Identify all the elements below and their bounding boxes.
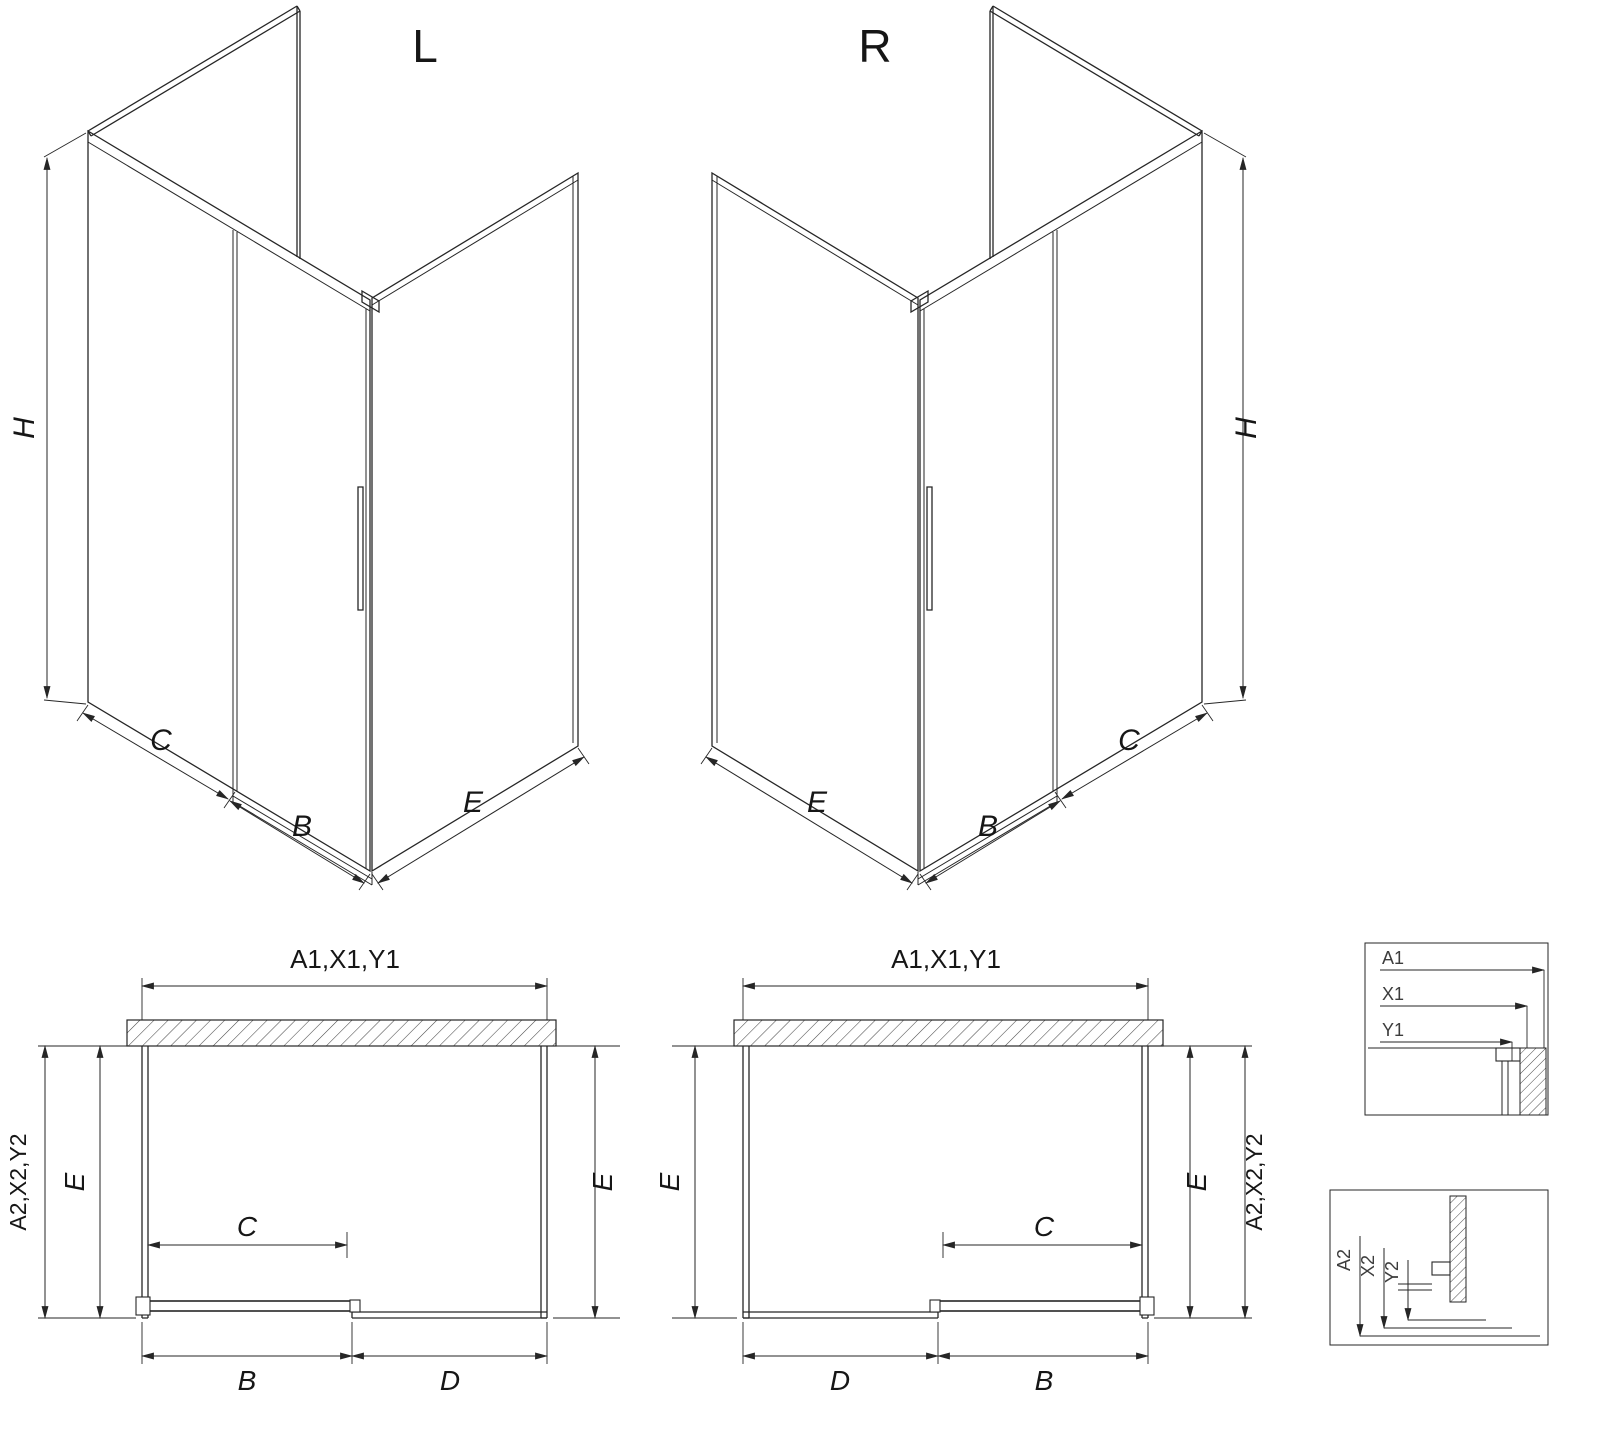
iso-right-dim-c-label: C xyxy=(1118,724,1140,757)
iso-left-dimensions: H C B E xyxy=(8,132,590,891)
plan-right-sliding-door xyxy=(931,1300,1143,1312)
plan-right-dim-e-right-label: E xyxy=(1181,1172,1212,1191)
plan-right-dim-outer-label: A2,X2,Y2 xyxy=(1241,1133,1267,1230)
iso-right-dim-e-label: E xyxy=(807,786,828,819)
detail-view-bottom: A2 X2 Y2 xyxy=(1329,1189,1549,1346)
iso-right-door-wall xyxy=(910,129,1203,886)
detail-top-glass xyxy=(1501,1061,1509,1115)
iso-left-dim-b-label: B xyxy=(292,810,312,843)
plan-left-dim-outer-label: A2,X2,Y2 xyxy=(5,1133,31,1230)
detail-top-a1-label: A1 xyxy=(1382,948,1404,968)
plan-right-dim-top-label: A1,X1,Y1 xyxy=(891,944,1001,974)
plan-left-wall-profile xyxy=(135,1296,151,1316)
plan-left-dim-e-left-label: E xyxy=(59,1172,90,1191)
detail-top-x1-label: X1 xyxy=(1382,984,1404,1004)
plan-right-dim-d-label: D xyxy=(830,1365,850,1396)
iso-right-dim-b-line xyxy=(925,800,1061,884)
plan-left-glass xyxy=(135,1046,548,1319)
iso-right-extension-lines xyxy=(700,132,1247,891)
detail-top-y1-label: Y1 xyxy=(1382,1020,1404,1040)
detail-bottom-profile xyxy=(1431,1261,1451,1276)
iso-right-return-panel xyxy=(711,171,919,873)
detail-bottom-y2-label: Y2 xyxy=(1382,1261,1402,1283)
iso-right-dim-c-line xyxy=(1061,712,1208,800)
iso-left-dim-c-label: C xyxy=(150,724,172,757)
plan-left-wall xyxy=(126,1019,557,1047)
iso-left-extension-lines xyxy=(43,132,590,891)
plan-right-dimensions: A1,X1,Y1 E E A2,X2,Y2 C D B xyxy=(654,944,1267,1396)
plan-left-dim-c-label: C xyxy=(237,1211,258,1242)
iso-left-side-panel xyxy=(87,5,301,259)
iso-left-return-panel xyxy=(371,171,579,873)
detail-bottom-a2-label: A2 xyxy=(1334,1249,1354,1271)
plan-right-wall xyxy=(733,1019,1164,1047)
iso-left-dim-e-line xyxy=(377,756,585,884)
detail-bottom-wall-section xyxy=(1449,1195,1467,1303)
plan-left-dim-top-label: A1,X1,Y1 xyxy=(290,944,400,974)
iso-right-dim-e-line xyxy=(705,756,913,884)
iso-right-dimensions: H C B E xyxy=(700,132,1263,891)
iso-left-dim-b-line xyxy=(229,800,365,884)
plan-left-door-endcap xyxy=(349,1299,361,1313)
detail-bottom-glass xyxy=(1398,1283,1432,1291)
detail-top-profile xyxy=(1495,1047,1521,1062)
iso-right-dim-h-label: H xyxy=(1230,417,1263,439)
iso-right-side-panel xyxy=(989,5,1203,259)
iso-right-dim-b-label: B xyxy=(978,810,998,843)
iso-left-dim-c-line xyxy=(82,712,229,800)
iso-left-dim-h-label: H xyxy=(8,417,41,439)
plan-right-dim-b-label: B xyxy=(1035,1365,1054,1396)
iso-right-door-handle xyxy=(926,486,933,611)
plan-right-dim-c-label: C xyxy=(1034,1211,1055,1242)
detail-top-frame xyxy=(1364,942,1549,1116)
detail-top-wall-section xyxy=(1519,1047,1547,1116)
plan-left-dimensions: A1,X1,Y1 A2,X2,Y2 E E C B D xyxy=(5,944,620,1396)
plan-right-dim-e-left-label: E xyxy=(654,1172,685,1191)
plan-view-left: A1,X1,Y1 A2,X2,Y2 E E C B D xyxy=(5,944,620,1396)
detail-bottom-frame xyxy=(1329,1189,1549,1346)
iso-left-door-handle xyxy=(357,486,364,611)
iso-left-door-wall xyxy=(87,129,380,886)
iso-view-left: L H C xyxy=(8,5,590,891)
iso-left-dim-e-label: E xyxy=(463,786,484,819)
plan-right-door-endcap xyxy=(929,1299,941,1313)
iso-right-title: R xyxy=(858,20,891,72)
iso-left-title: L xyxy=(412,20,438,72)
detail-view-top: A1 X1 Y1 xyxy=(1364,942,1549,1116)
plan-left-dim-b-label: B xyxy=(238,1365,257,1396)
iso-view-right: R H C xyxy=(700,5,1263,891)
plan-right-wall-profile xyxy=(1139,1296,1155,1316)
plan-left-dim-d-label: D xyxy=(440,1365,460,1396)
detail-bottom-x2-label: X2 xyxy=(1358,1255,1378,1277)
plan-view-right: A1,X1,Y1 E E A2,X2,Y2 C D B xyxy=(654,944,1267,1396)
plan-left-sliding-door xyxy=(147,1300,359,1312)
plan-left-dim-e-right-label: E xyxy=(587,1172,618,1191)
plan-right-glass xyxy=(742,1046,1155,1319)
